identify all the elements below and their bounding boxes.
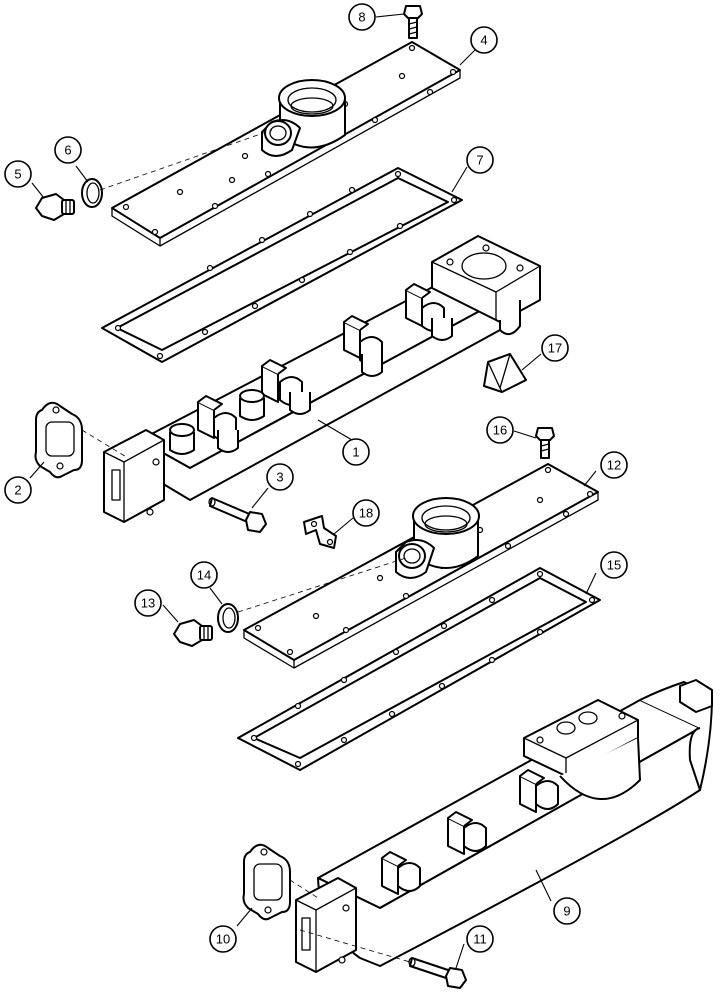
upper-cover-plate xyxy=(111,41,461,247)
callout-17: 17 xyxy=(541,334,569,362)
svg-text:13: 13 xyxy=(141,596,155,611)
callout-13: 13 xyxy=(134,589,162,617)
svg-text:16: 16 xyxy=(493,423,507,438)
exhaust-bolt xyxy=(408,957,467,989)
callout-12: 12 xyxy=(600,451,628,479)
callout-7: 7 xyxy=(466,146,494,174)
exhaust-end-gasket xyxy=(242,843,291,921)
svg-text:10: 10 xyxy=(216,932,230,947)
svg-text:18: 18 xyxy=(359,506,373,521)
alignment-line xyxy=(237,557,407,613)
callout-8: 8 xyxy=(348,3,376,31)
lower-o-ring xyxy=(217,603,239,633)
upper-plug xyxy=(35,193,75,221)
callout-3: 3 xyxy=(266,463,294,491)
intake-manifold xyxy=(103,235,541,523)
callout-5: 5 xyxy=(4,160,32,188)
svg-text:8: 8 xyxy=(358,10,365,25)
svg-text:2: 2 xyxy=(14,483,21,498)
callout-9: 9 xyxy=(553,897,581,925)
callout-6: 6 xyxy=(54,136,82,164)
lower-cover-plate xyxy=(243,463,599,669)
callout-16: 16 xyxy=(486,416,514,444)
callout-1: 1 xyxy=(342,438,370,466)
svg-text:3: 3 xyxy=(276,470,283,485)
lower-gasket xyxy=(237,567,601,771)
callout-18: 18 xyxy=(352,499,380,527)
svg-text:15: 15 xyxy=(607,558,621,573)
lower-plug xyxy=(173,619,213,647)
svg-text:1: 1 xyxy=(352,445,359,460)
svg-text:11: 11 xyxy=(473,932,487,947)
callout-14: 14 xyxy=(190,561,218,589)
svg-text:14: 14 xyxy=(197,568,211,583)
mounting-bracket xyxy=(303,515,337,549)
upper-outlet-neck xyxy=(261,79,346,157)
lower-cover-screw xyxy=(535,427,555,459)
svg-text:9: 9 xyxy=(563,904,570,919)
alignment-line xyxy=(289,879,319,899)
svg-text:7: 7 xyxy=(476,153,483,168)
intake-end-gasket xyxy=(34,401,83,479)
heat-shield-clip xyxy=(483,353,527,393)
upper-o-ring xyxy=(81,178,103,208)
exhaust-manifold xyxy=(295,679,713,973)
cover-plate-bolt-holes xyxy=(122,44,457,236)
alignment-line xyxy=(299,929,411,963)
intake-bolt xyxy=(208,497,267,533)
callout-15: 15 xyxy=(600,551,628,579)
callout-11: 11 xyxy=(466,925,494,953)
svg-text:5: 5 xyxy=(14,167,21,182)
callout-2: 2 xyxy=(4,476,32,504)
callout-4: 4 xyxy=(470,26,498,54)
alignment-line xyxy=(99,129,273,191)
upper-gasket xyxy=(101,167,463,363)
cover-screw xyxy=(403,5,423,39)
callout-10: 10 xyxy=(209,925,237,953)
svg-text:17: 17 xyxy=(548,341,562,356)
svg-text:6: 6 xyxy=(64,143,71,158)
svg-text:12: 12 xyxy=(607,458,621,473)
svg-text:4: 4 xyxy=(480,33,487,48)
